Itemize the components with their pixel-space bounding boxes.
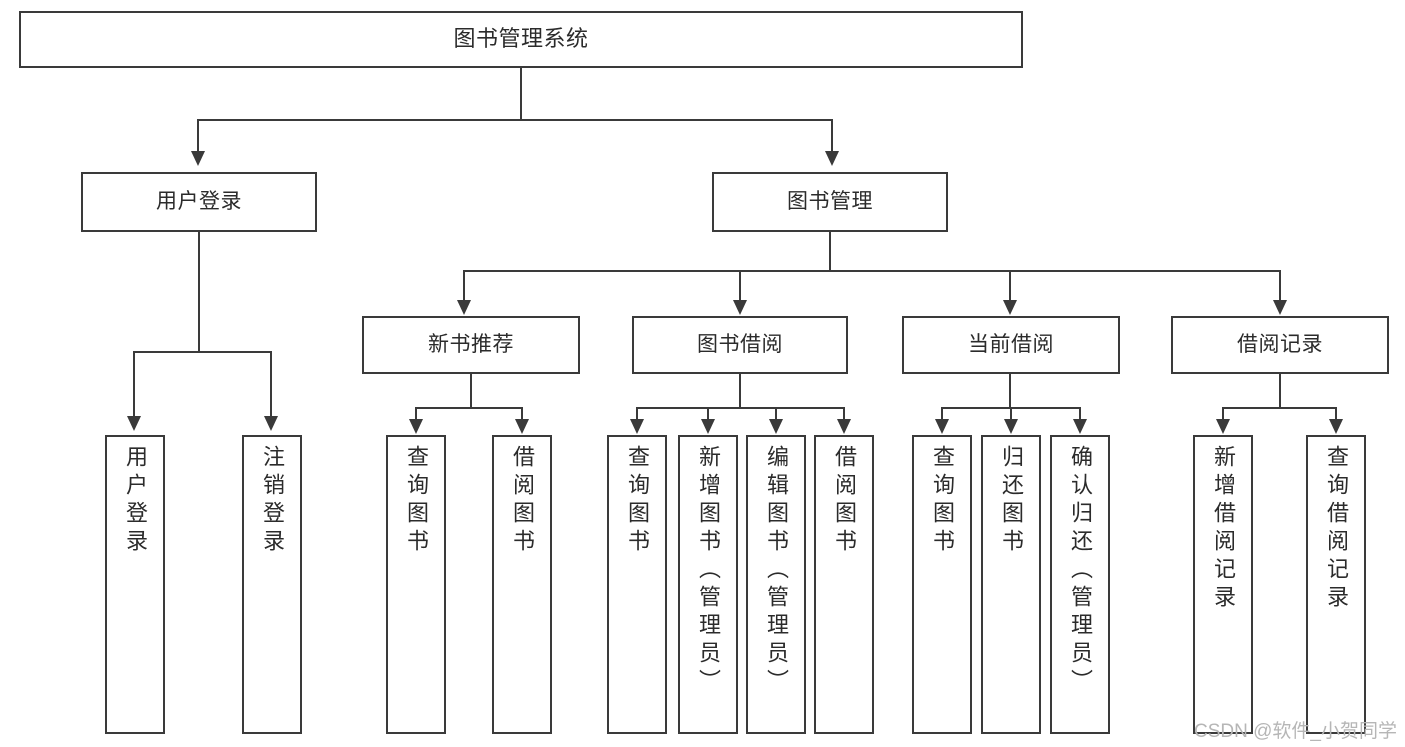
node-label: 图书管理 — [787, 190, 873, 214]
leaf-current-borrow-confirm-return-admin[interactable]: 确认归还（管理员） — [1050, 435, 1110, 734]
node-label: 查询图书 — [404, 445, 429, 557]
leaf-book-borrow-borrow-book[interactable]: 借阅图书 — [814, 435, 874, 734]
connector-nb-to-leaf-2 — [521, 407, 523, 421]
connector-bm-to-borrow-record — [1279, 270, 1281, 302]
node-label: 查询图书 — [930, 445, 955, 557]
connector-bb-to-leaf-4 — [843, 407, 845, 421]
connector-cb-to-leaf-3 — [1079, 407, 1081, 421]
arrowhead-cb-leaf-1 — [935, 419, 949, 434]
arrowhead-bm-to-current-borrow — [1003, 300, 1017, 315]
leaf-current-borrow-return-book[interactable]: 归还图书 — [981, 435, 1041, 734]
leaf-current-borrow-query-book[interactable]: 查询图书 — [912, 435, 972, 734]
node-book-management[interactable]: 图书管理 — [712, 172, 948, 232]
connector-bb-to-leaf-2 — [707, 407, 709, 421]
leaf-book-borrow-edit-book-admin[interactable]: 编辑图书（管理员） — [746, 435, 806, 734]
node-label: 用户登录 — [123, 445, 148, 557]
node-label: 确认归还（管理员） — [1068, 445, 1093, 697]
connector-root-to-user-login — [197, 119, 199, 153]
leaf-book-borrow-query-book[interactable]: 查询图书 — [607, 435, 667, 734]
watermark-text: CSDN @软件_小贺同学 — [1194, 721, 1397, 742]
arrowhead-bb-leaf-4 — [837, 419, 851, 434]
node-borrow-record[interactable]: 借阅记录 — [1171, 316, 1389, 374]
arrowhead-nb-leaf-1 — [409, 419, 423, 434]
leaf-borrow-record-add-record[interactable]: 新增借阅记录 — [1193, 435, 1253, 734]
arrowhead-bm-to-new-book — [457, 300, 471, 315]
connector-nb-to-leaf-1 — [415, 407, 417, 421]
arrowhead-root-to-book-management — [825, 151, 839, 166]
node-label: 新增图书（管理员） — [696, 445, 721, 697]
leaf-book-borrow-add-book-admin[interactable]: 新增图书（管理员） — [678, 435, 738, 734]
connector-br-to-leaf-1 — [1222, 407, 1224, 421]
arrowhead-cb-leaf-2 — [1004, 419, 1018, 434]
node-label: 借阅图书 — [832, 445, 857, 557]
arrowhead-br-leaf-2 — [1329, 419, 1343, 434]
connector-bm-to-current-borrow — [1009, 270, 1011, 302]
node-label: 编辑图书（管理员） — [764, 445, 789, 697]
node-label: 新书推荐 — [428, 333, 514, 357]
node-label: 归还图书 — [999, 445, 1024, 557]
leaf-new-book-query-book[interactable]: 查询图书 — [386, 435, 446, 734]
leaf-user-login-logout[interactable]: 注销登录 — [242, 435, 302, 734]
node-label: 新增借阅记录 — [1211, 445, 1236, 613]
connector-user-login-stem — [198, 232, 200, 352]
node-label: 查询借阅记录 — [1324, 445, 1349, 613]
arrowhead-nb-leaf-2 — [515, 419, 529, 434]
arrowhead-root-to-user-login — [191, 151, 205, 166]
connector-br-to-leaf-2 — [1335, 407, 1337, 421]
node-label: 借阅记录 — [1237, 333, 1323, 357]
node-user-login[interactable]: 用户登录 — [81, 172, 317, 232]
arrowhead-bb-leaf-2 — [701, 419, 715, 434]
leaf-user-login-login[interactable]: 用户登录 — [105, 435, 165, 734]
connector-bb-to-leaf-3 — [775, 407, 777, 421]
connector-book-borrow-bus — [636, 407, 844, 409]
connector-cb-to-leaf-2 — [1010, 407, 1012, 421]
connector-bm-to-book-borrow — [739, 270, 741, 302]
connector-user-login-to-leaf-2 — [270, 351, 272, 417]
node-label: 当前借阅 — [968, 333, 1054, 357]
connector-root-to-book-management — [831, 119, 833, 153]
node-current-borrow[interactable]: 当前借阅 — [902, 316, 1120, 374]
connector-borrow-record-stem — [1279, 374, 1281, 408]
node-label: 图书管理系统 — [453, 26, 589, 52]
arrowhead-bb-leaf-3 — [769, 419, 783, 434]
node-label: 用户登录 — [156, 190, 242, 214]
connector-root-bus — [197, 119, 833, 121]
node-root-book-management-system[interactable]: 图书管理系统 — [19, 11, 1023, 68]
connector-bb-to-leaf-1 — [636, 407, 638, 421]
connector-bm-to-new-book — [463, 270, 465, 302]
connector-new-book-bus — [415, 407, 523, 409]
arrowhead-user-login-leaf-2 — [264, 416, 278, 431]
connector-new-book-stem — [470, 374, 472, 408]
connector-book-management-stem — [829, 232, 831, 271]
arrowhead-bb-leaf-1 — [630, 419, 644, 434]
connector-borrow-record-bus — [1222, 407, 1337, 409]
connector-user-login-to-leaf-1 — [133, 351, 135, 417]
arrowhead-bm-to-book-borrow — [733, 300, 747, 315]
arrowhead-cb-leaf-3 — [1073, 419, 1087, 434]
leaf-new-book-borrow-book[interactable]: 借阅图书 — [492, 435, 552, 734]
connector-root-stem — [520, 68, 522, 120]
connector-user-login-bus — [133, 351, 270, 353]
connector-book-borrow-stem — [739, 374, 741, 408]
node-book-borrow[interactable]: 图书借阅 — [632, 316, 848, 374]
arrowhead-bm-to-borrow-record — [1273, 300, 1287, 315]
node-label: 借阅图书 — [510, 445, 535, 557]
node-new-book-recommend[interactable]: 新书推荐 — [362, 316, 580, 374]
node-label: 查询图书 — [625, 445, 650, 557]
leaf-borrow-record-query-record[interactable]: 查询借阅记录 — [1306, 435, 1366, 734]
arrowhead-user-login-leaf-1 — [127, 416, 141, 431]
arrowhead-br-leaf-1 — [1216, 419, 1230, 434]
connector-cb-to-leaf-1 — [941, 407, 943, 421]
node-label: 图书借阅 — [697, 333, 783, 357]
connector-current-borrow-stem — [1009, 374, 1011, 408]
node-label: 注销登录 — [260, 445, 285, 557]
connector-book-management-bus — [463, 270, 1281, 272]
